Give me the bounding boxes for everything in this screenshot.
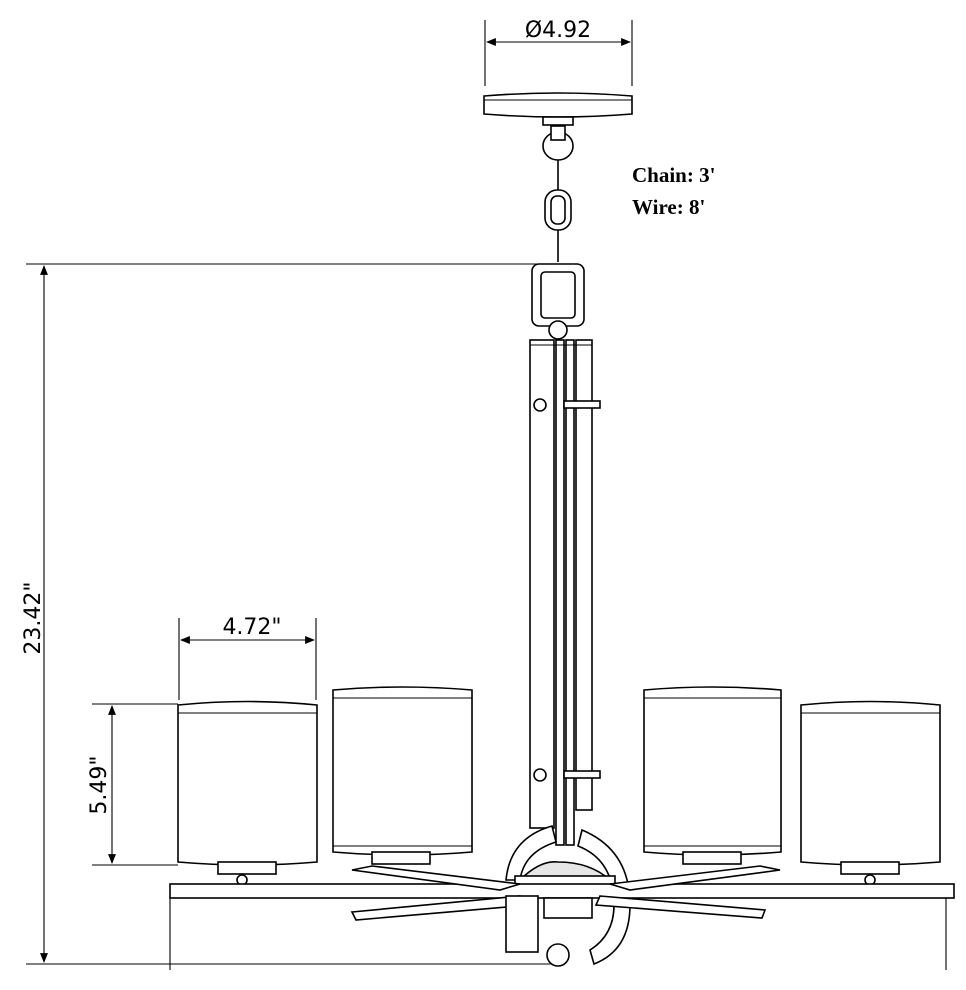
- shade-height-label: 5.49": [87, 755, 112, 814]
- arms: [169, 865, 955, 953]
- chain: [542, 125, 574, 262]
- overall-height-dimension: 23.42": [21, 263, 552, 965]
- glass-shade-left: [177, 700, 318, 886]
- overall-width-guides: [169, 898, 947, 970]
- glass-shade-right: [800, 700, 941, 886]
- canopy: [483, 92, 633, 126]
- glass-shade-inner-right: [643, 686, 782, 865]
- overall-height-label: 23.42": [21, 581, 46, 654]
- canopy-diameter-label: Ø4.92: [525, 18, 591, 43]
- wire-length-note: Wire: 8': [632, 195, 705, 219]
- shade-height-dimension: 5.49": [87, 703, 178, 866]
- stem: [529, 339, 601, 846]
- glass-shade-inner-left: [332, 686, 473, 865]
- chain-length-note: Chain: 3': [632, 163, 715, 187]
- hanging-loop: [531, 263, 585, 340]
- center-hub: [505, 825, 631, 967]
- shade-width-label: 4.72": [222, 615, 281, 640]
- canopy-dimension: Ø4.92: [484, 18, 633, 86]
- shade-width-dimension: 4.72": [178, 615, 317, 700]
